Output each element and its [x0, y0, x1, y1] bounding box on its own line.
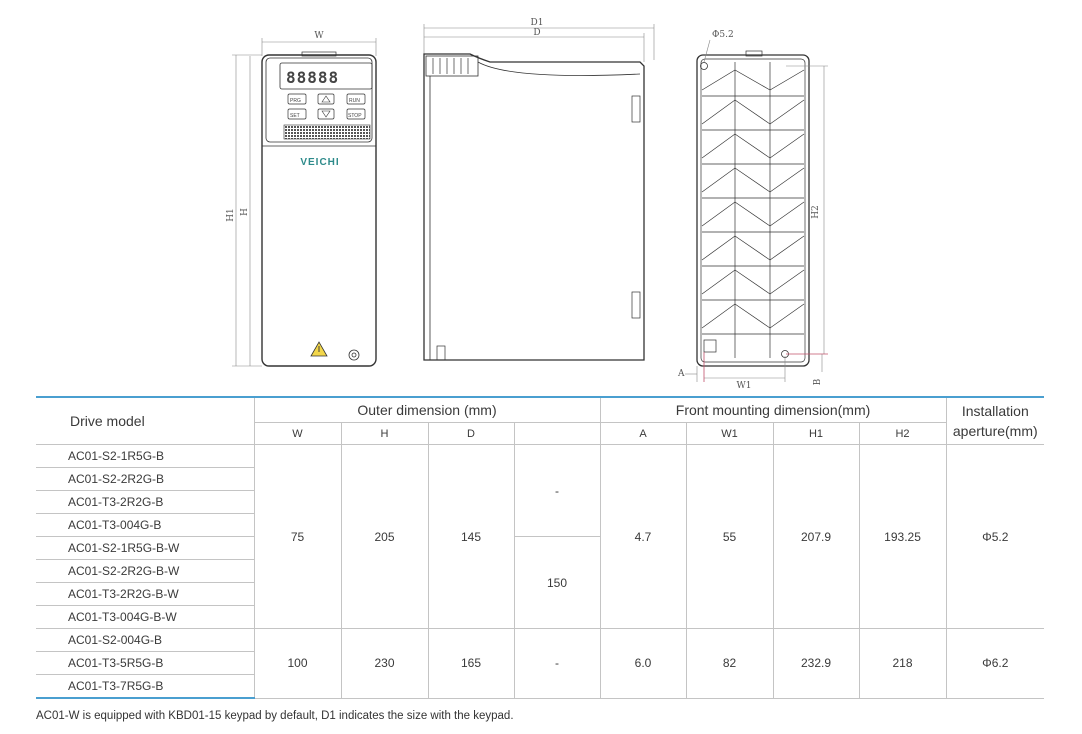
- col-w1: W1: [685, 422, 774, 445]
- header-drive-model: Drive model: [36, 396, 255, 445]
- g2-d1: -: [513, 628, 601, 699]
- model-cell: AC01-T3-2R2G-B-W: [36, 582, 255, 606]
- g1-aperture: Φ5.2: [945, 444, 1045, 629]
- g1-h: 205: [340, 444, 429, 629]
- footnote: AC01-W is equipped with KBD01-15 keypad …: [36, 710, 514, 722]
- key-label-set: SET: [290, 113, 300, 119]
- g2-a: 6.0: [599, 628, 687, 699]
- col-h1: H1: [772, 422, 860, 445]
- side-view: [423, 24, 655, 361]
- col-a: A: [599, 422, 687, 445]
- g2-w: 100: [253, 628, 342, 699]
- model-cell: AC01-S2-2R2G-B-W: [36, 559, 255, 583]
- model-cell: AC01-T3-5R5G-B: [36, 651, 255, 675]
- back-view: [685, 39, 828, 382]
- header-outer-dimension: Outer dimension (mm): [253, 396, 601, 423]
- model-cell: AC01-S2-1R5G-B-W: [36, 536, 255, 560]
- header-front-mounting: Front mounting dimension(mm): [599, 396, 947, 423]
- brand-logo: VEICHI: [300, 157, 339, 168]
- g1-h1: 207.9: [772, 444, 860, 629]
- model-cell: AC01-T3-004G-B-W: [36, 605, 255, 629]
- model-cell: AC01-T3-2R2G-B: [36, 490, 255, 514]
- label-d: D: [533, 28, 540, 38]
- g2-h1: 232.9: [772, 628, 860, 699]
- col-d1: [513, 422, 601, 445]
- col-h2: H2: [858, 422, 947, 445]
- g1-h2: 193.25: [858, 444, 947, 629]
- dimension-drawings: 88888 PRG RUN SET STOP VEICHI W H1 H D1 …: [226, 18, 828, 391]
- g2-d: 165: [427, 628, 515, 699]
- label-h: H: [240, 208, 250, 216]
- g2-aperture: Φ6.2: [945, 628, 1045, 699]
- g1-a: 4.7: [599, 444, 687, 629]
- col-d: D: [427, 422, 515, 445]
- key-label-stop: STOP: [348, 113, 362, 119]
- model-cell: AC01-S2-2R2G-B: [36, 467, 255, 491]
- g2-w1: 82: [685, 628, 774, 699]
- key-label-prg: PRG: [290, 98, 301, 104]
- g1-d: 145: [427, 444, 515, 629]
- label-d1: D1: [531, 18, 544, 28]
- key-label-run: RUN: [349, 98, 360, 104]
- label-hole: Φ5.2: [712, 30, 734, 40]
- model-cell: AC01-T3-004G-B: [36, 513, 255, 537]
- col-w: W: [253, 422, 342, 445]
- g2-h: 230: [340, 628, 429, 699]
- col-h: H: [340, 422, 429, 445]
- model-cell: AC01-S2-1R5G-B: [36, 444, 255, 468]
- label-w1: W1: [737, 381, 752, 391]
- model-cell: AC01-T3-7R5G-B: [36, 674, 255, 699]
- label-a: A: [677, 369, 685, 379]
- label-b: B: [813, 378, 823, 385]
- model-cell: AC01-S2-004G-B: [36, 628, 255, 652]
- front-view: [232, 38, 377, 367]
- display-digits-icon: 88888: [286, 68, 339, 87]
- dimension-table: Drive model Outer dimension (mm) Front m…: [36, 396, 1045, 699]
- g2-h2: 218: [858, 628, 947, 699]
- g1-d1-bottom: 150: [513, 536, 601, 629]
- label-h2: H2: [811, 205, 821, 219]
- label-h1: H1: [226, 208, 236, 222]
- g1-w1: 55: [685, 444, 774, 629]
- label-w: W: [314, 31, 324, 41]
- g1-w: 75: [253, 444, 342, 629]
- g1-d1-top: -: [513, 444, 601, 537]
